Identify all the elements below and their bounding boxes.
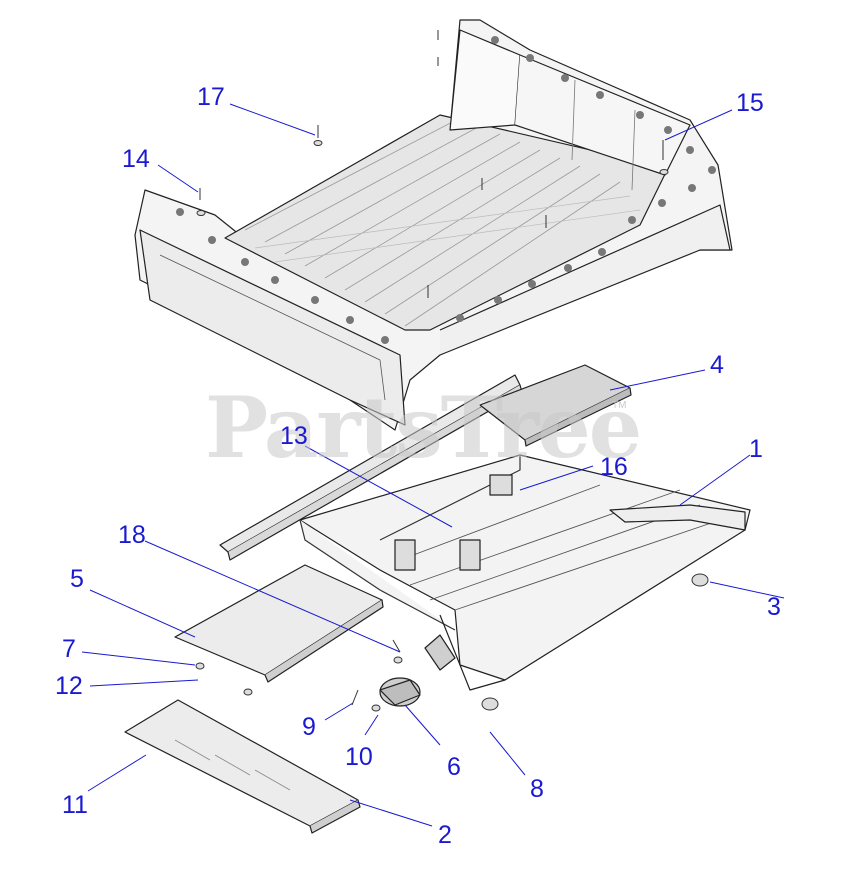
callout-18: 18 — [118, 521, 146, 549]
callout-16: 16 — [600, 453, 628, 481]
callout-9: 9 — [302, 713, 316, 741]
callout-14: 14 — [122, 145, 150, 173]
watermark: PartsTree — [205, 378, 642, 477]
callout-4: 4 — [710, 351, 724, 379]
plate-2 — [124, 699, 359, 827]
callout-2: 2 — [438, 821, 452, 849]
callout-8: 8 — [530, 775, 544, 803]
callout-13: 13 — [280, 422, 308, 450]
callout-10: 10 — [345, 743, 373, 771]
callout-17: 17 — [197, 83, 225, 111]
frame — [299, 454, 751, 691]
callout-3: 3 — [767, 593, 781, 621]
callout-15: 15 — [736, 89, 764, 117]
watermark-tm: TM — [612, 400, 627, 411]
actuator — [379, 634, 456, 707]
callout-1: 1 — [749, 435, 763, 463]
cargo-bed — [134, 19, 733, 431]
callout-7: 7 — [62, 635, 76, 663]
callout-6: 6 — [447, 753, 461, 781]
callout-5: 5 — [70, 565, 84, 593]
callout-11: 11 — [62, 791, 88, 819]
callout-12: 12 — [55, 672, 83, 700]
